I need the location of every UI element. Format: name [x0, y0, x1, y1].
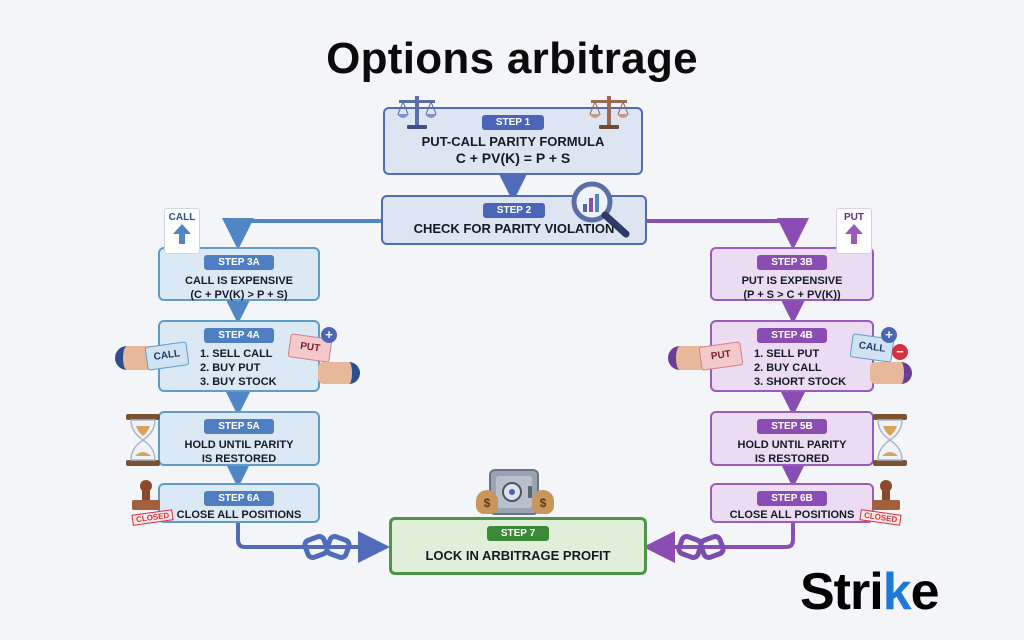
call-up-card-text: CALL — [168, 212, 196, 223]
put-up-card-text: PUT — [844, 212, 864, 223]
step-2-label: STEP 2 — [482, 203, 546, 218]
hourglass-icon — [126, 414, 160, 466]
put-ticket-text: PUT — [299, 340, 321, 355]
step-5a-label: STEP 5A — [204, 419, 274, 434]
step-4a-line2: 2. BUY PUT — [200, 362, 261, 374]
stamp-icon — [132, 480, 160, 510]
step-5b-label: STEP 5B — [757, 419, 827, 434]
step-4b-box: STEP 4B 1. SELL PUT 2. BUY CALL 3. SHORT… — [710, 320, 874, 392]
step-5b-box: STEP 5B HOLD UNTIL PARITY IS RESTORED — [710, 411, 874, 466]
step-4b-label: STEP 4B — [757, 328, 827, 343]
strike-logo: Strike — [800, 562, 940, 622]
step-1-formula: C + PV(K) = P + S — [455, 150, 571, 166]
step-4b-line1: 1. SELL PUT — [754, 348, 820, 360]
money-bag-left-icon: $ — [476, 490, 498, 514]
arrow-6b-7 — [643, 522, 795, 563]
step-4b-line3: 3. SHORT STOCK — [754, 376, 847, 388]
chain-link-left-icon — [302, 534, 352, 560]
put-ticket-text: PUT — [710, 348, 732, 363]
step-7-box: STEP 7 LOCK IN ARBITRAGE PROFIT — [389, 517, 647, 575]
arrow-6a-7 — [236, 522, 390, 563]
step-3b-line2: (P + S > C + PV(K)) — [743, 289, 841, 301]
step-5b-line2: IS RESTORED — [754, 453, 830, 465]
page-title: Options arbitrage — [326, 34, 698, 83]
money-bag-right-text: $ — [539, 496, 547, 510]
minus-badge-icon: − — [892, 344, 908, 360]
step-4a-line3: 3. BUY STOCK — [200, 376, 277, 388]
step-6b-label: STEP 6B — [757, 491, 827, 506]
up-arrow-icon — [845, 224, 863, 244]
step-5a-line2: IS RESTORED — [201, 453, 277, 465]
step-6a-label: STEP 6A — [204, 491, 274, 506]
step-3b-label: STEP 3B — [757, 255, 827, 270]
step-3a-line1: CALL IS EXPENSIVE — [185, 275, 293, 287]
step-3a-box: STEP 3A CALL IS EXPENSIVE (C + PV(K) > P… — [158, 247, 320, 301]
logo-text-part1: Stri — [800, 563, 884, 621]
step-3b-line1: PUT IS EXPENSIVE — [741, 275, 843, 287]
arrow-2-3b — [647, 218, 809, 250]
hand-right-icon — [870, 362, 912, 384]
step-1-label: STEP 1 — [481, 115, 545, 130]
step-2-line1: CHECK FOR PARITY VIOLATION — [413, 221, 615, 236]
chain-link-right-icon — [676, 534, 726, 560]
call-up-card-icon: CALL — [164, 208, 200, 254]
money-bag-right-icon: $ — [532, 490, 554, 514]
plus-badge-text: + — [325, 327, 333, 342]
scales-icon — [589, 96, 629, 129]
logo-text-part3: e — [910, 563, 940, 621]
step-3a-label: STEP 3A — [204, 255, 274, 270]
safe-icon — [489, 469, 539, 515]
step-5a-line1: HOLD UNTIL PARITY — [184, 439, 294, 451]
step-4a-label: STEP 4A — [204, 328, 274, 343]
step-7-label: STEP 7 — [486, 526, 550, 541]
stamp-icon — [872, 480, 900, 510]
magnifying-glass-chart-icon — [571, 181, 630, 238]
step-6a-box: STEP 6A CLOSE ALL POSITIONS — [158, 483, 320, 523]
minus-badge-text: − — [896, 344, 904, 359]
plus-badge-text: + — [885, 327, 893, 342]
put-up-card-icon: PUT — [836, 208, 872, 254]
logo-text-accent: k — [882, 563, 912, 621]
step-7-line1: LOCK IN ARBITRAGE PROFIT — [425, 548, 611, 563]
plus-badge-icon: + — [881, 327, 897, 343]
call-ticket-text: CALL — [152, 348, 181, 363]
step-3b-box: STEP 3B PUT IS EXPENSIVE (P + S > C + PV… — [710, 247, 874, 301]
call-ticket-text: CALL — [858, 340, 887, 355]
money-bag-left-text: $ — [483, 496, 491, 510]
step-6a-line1: CLOSE ALL POSITIONS — [176, 509, 302, 521]
step-5b-line1: HOLD UNTIL PARITY — [737, 439, 847, 451]
step-5a-box: STEP 5A HOLD UNTIL PARITY IS RESTORED — [158, 411, 320, 466]
step-1-line1: PUT-CALL PARITY FORMULA — [421, 134, 605, 149]
plus-badge-icon: + — [321, 327, 337, 343]
up-arrow-icon — [173, 224, 191, 244]
hourglass-icon — [873, 414, 907, 466]
step-4a-line1: 1. SELL CALL — [200, 348, 273, 360]
step-3a-line2: (C + PV(K) > P + S) — [190, 289, 288, 301]
step-6b-line1: CLOSE ALL POSITIONS — [729, 509, 855, 521]
step-4b-line2: 2. BUY CALL — [754, 362, 822, 374]
scales-icon — [397, 96, 437, 129]
hand-right-icon — [318, 362, 360, 384]
arrow-2-3a — [222, 218, 381, 250]
step-1-box: STEP 1 PUT-CALL PARITY FORMULA C + PV(K)… — [383, 107, 643, 175]
step-6b-box: STEP 6B CLOSE ALL POSITIONS — [710, 483, 874, 523]
